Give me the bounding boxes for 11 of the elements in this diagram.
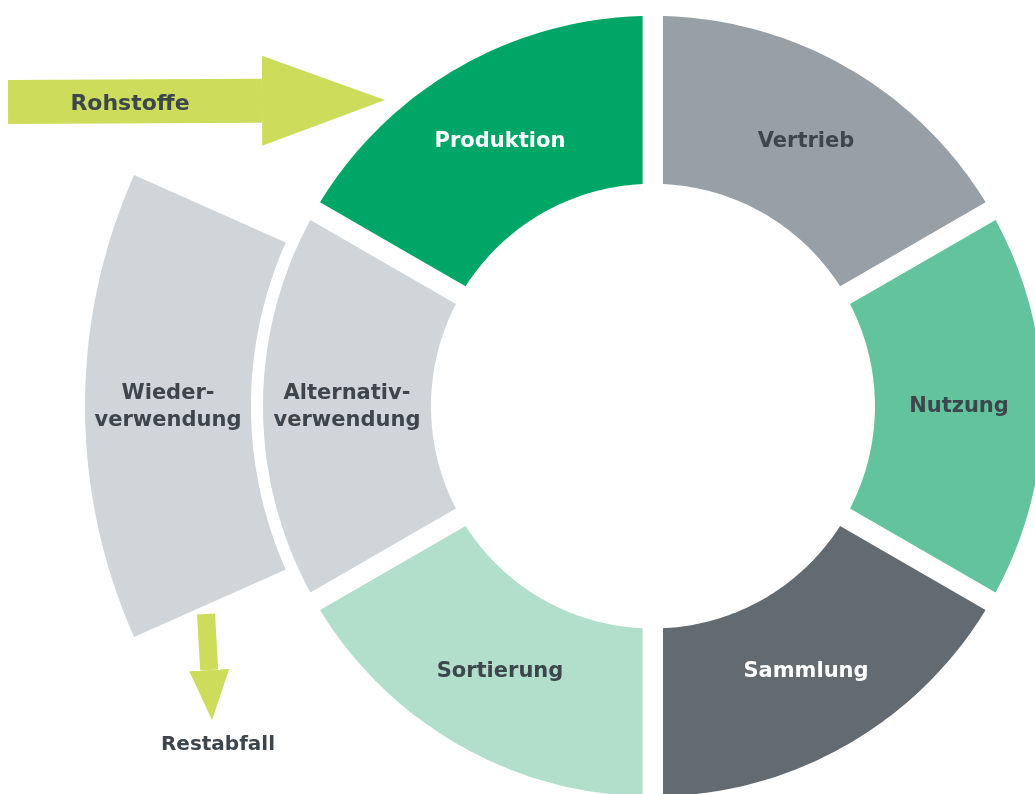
arrow: [189, 613, 230, 720]
segment-label: Wieder- verwendung: [93, 378, 243, 433]
edge-label: Rohstoffe: [70, 89, 190, 115]
arrow: [7, 55, 385, 146]
output-label: Restabfall: [160, 731, 276, 755]
segment-label: Alternativ- verwendung: [272, 378, 422, 433]
segment-label: Sortierung: [435, 657, 565, 685]
segment-label: Produktion: [433, 127, 567, 155]
segment-label: Sammlung: [742, 657, 870, 685]
segment-label: Vertrieb: [756, 127, 856, 155]
segment-label: Nutzung: [908, 392, 1010, 420]
